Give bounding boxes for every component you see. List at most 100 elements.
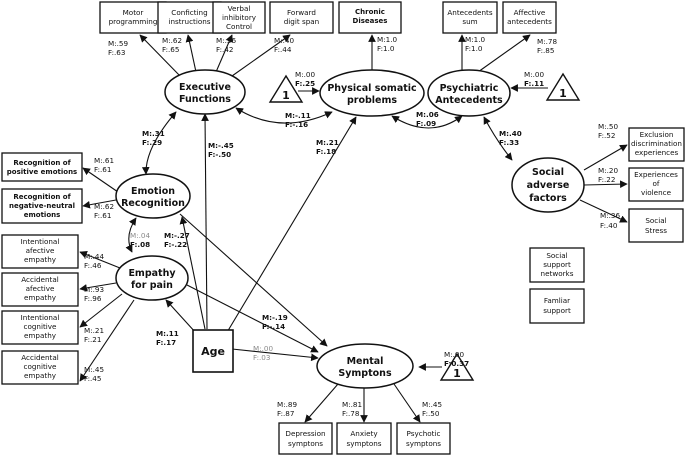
edge-social-stress <box>579 199 628 223</box>
edge-exec-motor <box>139 34 183 79</box>
svg-text:Age: Age <box>201 345 225 358</box>
edge-age-mental <box>231 348 319 362</box>
edge-age-exec <box>201 113 209 330</box>
edge-empathy-intaff <box>79 250 121 269</box>
box-age: Age <box>192 329 234 373</box>
cov-emotion-empathy <box>125 217 137 253</box>
edge-social-violence <box>583 180 628 189</box>
edge-exec-verbal <box>215 34 233 73</box>
edge-psych-affective <box>477 34 531 73</box>
edge-exec-forward <box>231 34 291 77</box>
edge-age-physical <box>225 116 357 335</box>
edge-empathy-acccog <box>79 299 135 382</box>
edge-social-exclusion <box>583 144 628 171</box>
intercept-triangle-psychiatric: 1 <box>545 72 581 101</box>
intercept-triangle-physical: 1 <box>268 74 304 103</box>
edge-age-empathy <box>165 299 197 334</box>
intercept-triangle-mental: 1 <box>439 352 475 381</box>
edge-empathy-intcog <box>79 293 123 328</box>
edges <box>79 34 628 423</box>
svg-text:1: 1 <box>453 367 461 380</box>
edge-emotion-mental <box>179 213 328 347</box>
cov-exec-emotion <box>141 111 177 175</box>
cov-psych-social <box>483 116 513 161</box>
cov-exec-physical <box>235 107 333 124</box>
intercept-triangles: 1 1 1 <box>268 72 581 381</box>
edge-mental-depression <box>304 383 339 423</box>
